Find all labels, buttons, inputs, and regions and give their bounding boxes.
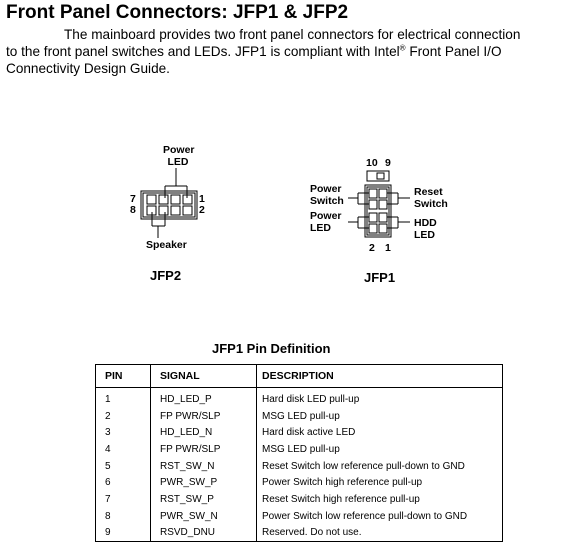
jfp1-hdd-led-line2: LED: [414, 229, 435, 241]
jfp2-drawing: [140, 168, 198, 238]
cell-signal: PWR_SW_N: [150, 507, 257, 525]
jfp1-power-led-line2: LED: [310, 222, 331, 234]
page-title: Front Panel Connectors: JFP1 & JFP2: [6, 2, 349, 23]
intro-line-2a: to the front panel switches and LEDs. JF…: [6, 44, 400, 59]
jfp2-name: JFP2: [150, 268, 182, 283]
registered-mark: ®: [399, 43, 406, 53]
jfp1-pin-7: [378, 188, 388, 199]
intro-line-2: to the front panel switches and LEDs. JF…: [6, 43, 584, 60]
jfp1-hdd-led-label: HDD LED: [414, 217, 437, 241]
jfp2-speaker-label: Speaker: [146, 239, 187, 251]
table-row: 2 FP PWR/SLP MSG LED pull-up: [95, 407, 503, 425]
cell-pin: 7: [95, 491, 151, 508]
cell-pin: 4: [95, 441, 151, 458]
table-row: 7 RST_SW_P Reset Switch high reference p…: [95, 491, 503, 508]
jfp2-power-led-line1: Power: [163, 144, 195, 156]
jfp1-pin-10-label: 10: [366, 157, 378, 169]
table-row: 3 HD_LED_N Hard disk active LED: [95, 424, 503, 442]
jfp2-pin-2: [182, 205, 193, 216]
cell-pin: 3: [95, 424, 151, 442]
jfp1-power-led-label: Power LED: [310, 210, 342, 234]
cell-description: Reset Switch low reference pull-down to …: [256, 457, 503, 475]
jfp2-pin-7-label: 7: [130, 193, 136, 205]
header-pin: PIN: [95, 364, 151, 388]
jfp2-pin-8-label: 8: [130, 204, 136, 216]
table-row: 6 PWR_SW_P Power Switch high reference p…: [95, 474, 503, 492]
cell-pin: 9: [95, 524, 151, 543]
cell-description: Power Switch low reference pull-down to …: [256, 507, 503, 525]
cell-signal: FP PWR/SLP: [150, 441, 257, 458]
jfp1-reset-switch-line2: Switch: [414, 198, 448, 210]
table-row: 4 FP PWR/SLP MSG LED pull-up: [95, 441, 503, 458]
jfp1-name: JFP1: [364, 270, 396, 285]
jfp1-reset-switch-label: Reset Switch: [414, 186, 448, 210]
jfp2-pin-2-label: 2: [199, 204, 205, 216]
jfp1-pin-2: [368, 223, 378, 234]
table-row: 8 PWR_SW_N Power Switch low reference pu…: [95, 507, 503, 525]
jfp2-power-led-label: Power LED: [163, 144, 195, 168]
cell-pin: 5: [95, 457, 151, 475]
jfp2-pin-7: [146, 194, 157, 205]
jfp2-pin-1-label: 1: [199, 193, 205, 205]
jfp1-key-housing: [366, 170, 390, 182]
cell-description: Hard disk LED pull-up: [256, 387, 503, 408]
table-row: 1 HD_LED_P Hard disk LED pull-up: [95, 387, 503, 408]
jfp1-housing: [364, 184, 392, 238]
jfp1-power-switch-line2: Switch: [310, 195, 344, 207]
cell-description: Reset Switch high reference pull-up: [256, 491, 503, 508]
jfp1-pin-9-label: 9: [385, 157, 391, 169]
jfp1-pin-1: [378, 223, 388, 234]
intro-line-1: The mainboard provides two front panel c…: [64, 27, 521, 42]
cell-signal: RST_SW_N: [150, 457, 257, 475]
jfp1-inner-housing: [366, 186, 390, 236]
cell-signal: FP PWR/SLP: [150, 407, 257, 425]
cell-description: Hard disk active LED: [256, 424, 503, 442]
jfp1-pin-8: [368, 188, 378, 199]
jfp1-pin-1-label: 1: [385, 242, 391, 254]
jfp2-pin-3: [170, 194, 181, 205]
cell-pin: 1: [95, 387, 151, 408]
jfp1-power-switch-label: Power Switch: [310, 183, 344, 207]
cell-description: MSG LED pull-up: [256, 407, 503, 425]
jfp1-reset-switch-line1: Reset: [414, 186, 443, 198]
header-description: DESCRIPTION: [256, 364, 503, 388]
intro-line-2b: Front Panel I/O: [405, 44, 502, 59]
jfp1-pin-2-label: 2: [369, 242, 375, 254]
jfp1-pin-9: [376, 172, 385, 180]
cell-signal: PWR_SW_P: [150, 474, 257, 492]
jfp2-pin-6: [158, 205, 169, 216]
intro-paragraph: The mainboard provides two front panel c…: [6, 26, 584, 77]
jfp1-pin-4: [368, 212, 378, 223]
jfp1-drawing: [348, 170, 410, 238]
connector-diagrams: [140, 168, 410, 238]
table-row: 9 RSVD_DNU Reserved. Do not use.: [95, 524, 503, 543]
jfp2-power-led-line2: LED: [167, 156, 189, 168]
intro-line-3: Connectivity Design Guide.: [6, 61, 170, 76]
jfp2-pin-5: [158, 194, 169, 205]
jfp1-power-switch-line1: Power: [310, 183, 342, 195]
jfp1-power-led-line1: Power: [310, 210, 342, 222]
cell-signal: HD_LED_P: [150, 387, 257, 408]
cell-pin: 6: [95, 474, 151, 492]
pin-definition-table: PIN SIGNAL DESCRIPTION 1 HD_LED_P Hard d…: [95, 364, 503, 543]
jfp1-pin-6: [368, 199, 378, 210]
cell-pin: 2: [95, 407, 151, 425]
header-signal: SIGNAL: [150, 364, 257, 388]
cell-signal: RST_SW_P: [150, 491, 257, 508]
jfp1-hdd-led-line1: HDD: [414, 217, 437, 229]
cell-signal: HD_LED_N: [150, 424, 257, 442]
cell-description: Power Switch high reference pull-up: [256, 474, 503, 492]
jfp2-housing: [140, 190, 198, 220]
table-row: 5 RST_SW_N Reset Switch low reference pu…: [95, 457, 503, 475]
pin-table-title: JFP1 Pin Definition: [212, 341, 331, 356]
cell-description: MSG LED pull-up: [256, 441, 503, 458]
jfp2-pin-4: [170, 205, 181, 216]
cell-description: Reserved. Do not use.: [256, 524, 503, 543]
jfp1-pin-5: [378, 199, 388, 210]
cell-pin: 8: [95, 507, 151, 525]
cell-signal: RSVD_DNU: [150, 524, 257, 543]
jfp1-pin-3: [378, 212, 388, 223]
jfp2-inner-housing: [142, 192, 196, 218]
table-header-row: PIN SIGNAL DESCRIPTION: [95, 364, 503, 388]
